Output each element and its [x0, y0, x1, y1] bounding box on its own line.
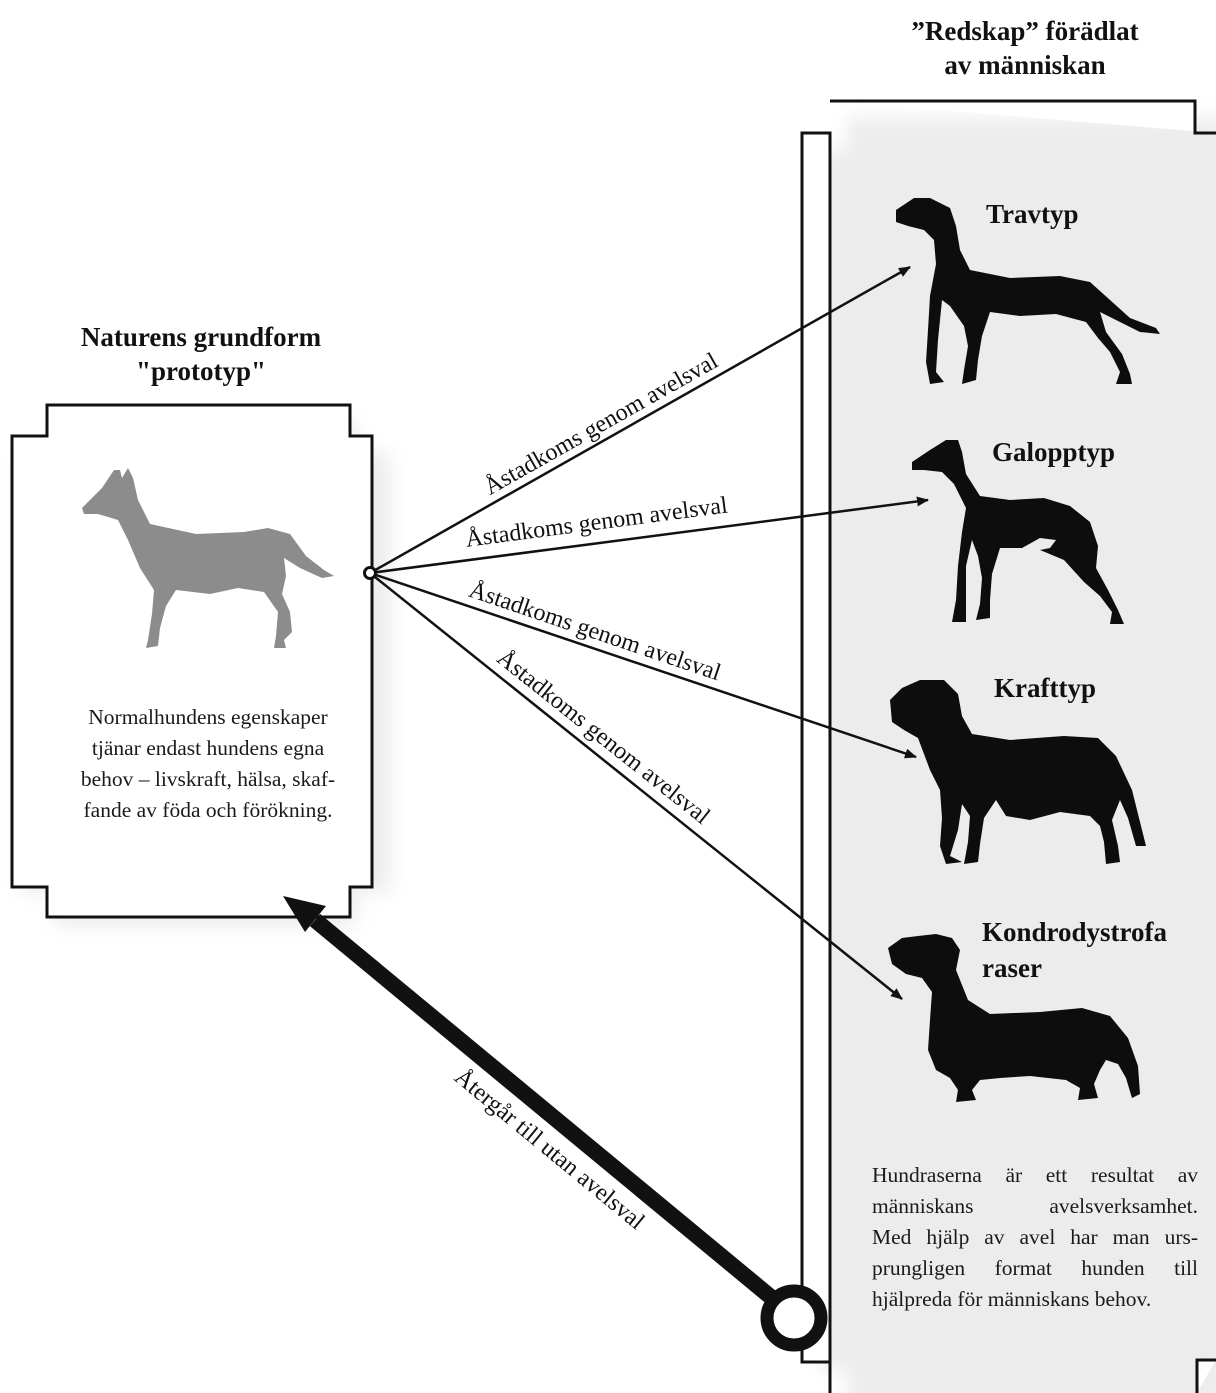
prototype-dog-silhouette [82, 468, 334, 648]
label-galopptyp: Galopptyp [992, 437, 1116, 467]
label-kondrodystrofa: Kondrodystrofa raser [982, 917, 1168, 983]
right-panel-title: ”Redskap” förädlat av människan [860, 14, 1190, 82]
left-panel-description: Normalhundens egenskaper tjänar endast h… [80, 705, 336, 822]
left-title-line1: Naturens grundform [80, 322, 322, 352]
krafttyp-dog-silhouette [890, 680, 1146, 864]
return-node [760, 1284, 828, 1352]
right-title-line1: ”Redskap” förädlat [911, 16, 1139, 46]
origin-node [363, 566, 377, 580]
galopptyp-dog-silhouette [912, 440, 1124, 624]
return-arrow [283, 896, 828, 1352]
label-travtyp: Travtyp [986, 199, 1079, 229]
right-panel-frame [800, 99, 1216, 1393]
forward-arrows [369, 265, 929, 1000]
travtyp-dog-silhouette [896, 198, 1160, 384]
kondrodystrofa-dog-silhouette [888, 934, 1140, 1102]
left-panel-frame [10, 403, 374, 919]
right-panel-description: Hundraserna är ett resultat av människan… [872, 1163, 1198, 1311]
right-title-line2: av människan [944, 50, 1106, 80]
arrow-to-krafttyp [369, 571, 917, 759]
arrow-to-travtyp [369, 265, 911, 575]
arrow-to-kondrodystrofa [369, 572, 903, 1000]
label-krafttyp: Krafttyp [994, 673, 1096, 703]
left-title-line2: "prototyp" [136, 356, 266, 386]
left-panel-title: Naturens grundform "prototyp" [36, 320, 366, 388]
arrow-to-galopptyp [369, 496, 929, 575]
